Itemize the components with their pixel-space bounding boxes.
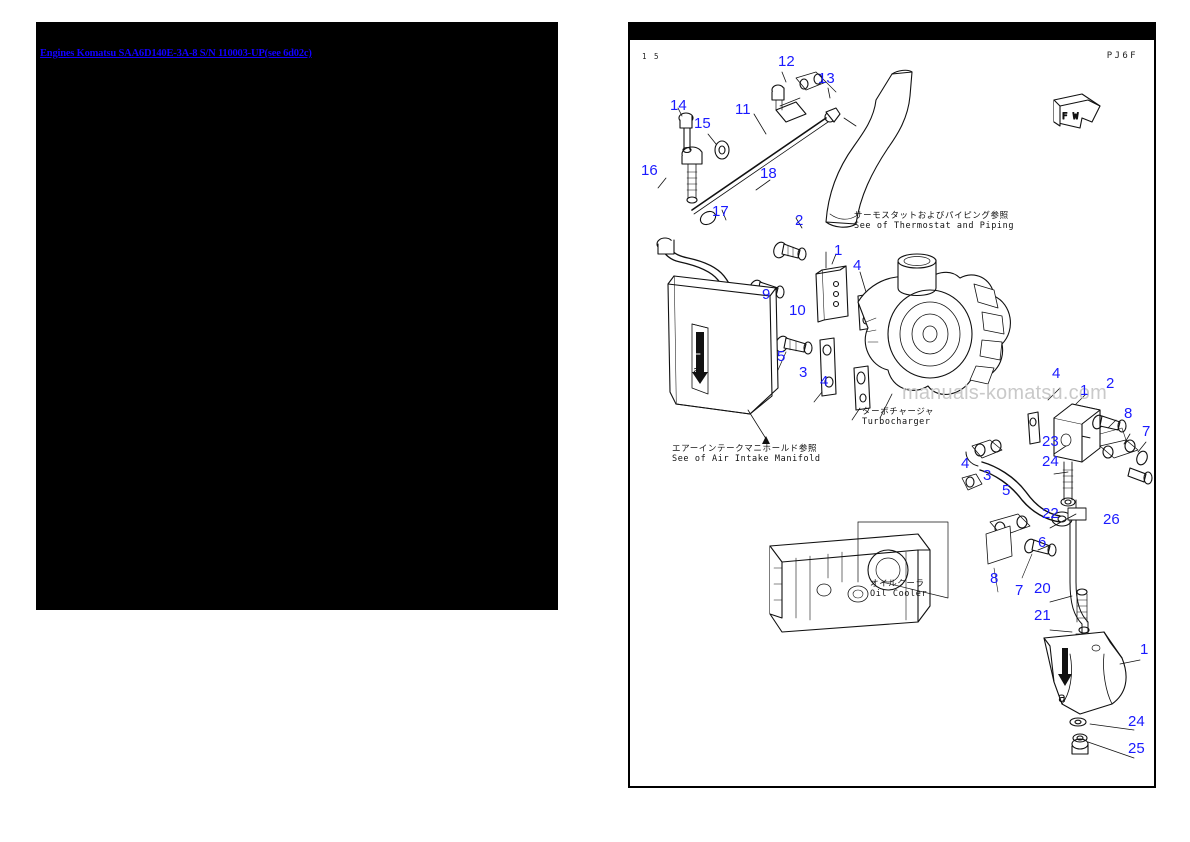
image-viewer-panel: Engines Komatsu SAA6D140E-3A-8 S/N 11000… [36,22,558,610]
svg-text:a: a [693,364,700,377]
right-flange-assembly [1027,403,1153,507]
callout-number: 6 [1038,534,1047,551]
callout-number: 26 [1103,511,1120,528]
callout-number: 18 [760,165,777,182]
callout-number: 7 [1015,582,1024,599]
sheet-page-number: 1 5 [642,52,661,61]
callout-number: 5 [777,348,786,365]
callout-number: 3 [799,364,808,381]
parts-diagram-sheet: 1 5 PJ6F F W [628,22,1156,788]
callout-number: 9 [762,286,771,303]
callout-number: 5 [1002,482,1011,499]
diagram-linework: F W [656,69,1153,759]
callout-number: 17 [712,203,729,220]
plate-3 [813,337,837,403]
connector-bracket-1 [815,251,849,323]
bolt-10 [775,335,813,371]
ref-label-oil-cooler: オイルクーラ Oil Cooler [870,579,928,599]
upper-left-fasteners [678,112,730,204]
callout-number: 10 [789,302,806,319]
bolt-2 [773,241,807,261]
callout-number: 4 [961,455,970,472]
callout-number: 13 [818,70,835,87]
gasket-4b [851,365,871,421]
callout-number: 21 [1034,607,1051,624]
lower-fittings [961,439,1057,593]
callout-number: 15 [694,115,711,132]
oil-cooler-body [769,521,949,633]
callout-number: 25 [1128,740,1145,757]
sheet-code: PJ6F [1106,51,1138,61]
turbocharger-body [857,253,1011,419]
ref-label-air-intake-manifold: エアーインテークマニホールド参照 See of Air Intake Manif… [672,444,821,464]
callout-number: 20 [1034,580,1051,597]
callout-number: 1 [1140,641,1149,658]
callout-number: 4 [1052,365,1061,382]
svg-text:F W: F W [1062,112,1079,122]
callout-number: 4 [853,257,862,274]
air-intake-manifold-shroud: a [667,275,779,444]
callout-number: 23 [1042,433,1059,450]
callout-number: 1 [1080,382,1089,399]
callout-number: 11 [735,101,751,118]
callout-number: 16 [641,162,658,179]
sheet-top-border [630,22,1154,40]
callout-number: 22 [1042,505,1059,522]
callout-number: 2 [795,212,804,229]
sheet-bottom-border [630,786,1154,788]
callout-number: 24 [1042,453,1059,470]
ref-label-thermostat: サーモスタットおよびパイピング参照 See of Thermostat and … [854,211,1015,231]
ref-label-turbocharger: ターボチャージャ Turbocharger [862,407,935,427]
callout-number: 1 [834,242,843,259]
callout-number: 14 [670,97,687,114]
callout-number: 2 [1106,375,1115,392]
fwd-arrow-icon: F W [1053,93,1101,129]
callout-number: 8 [990,570,999,587]
callout-number: 12 [778,53,795,70]
bottom-support-bracket: a [1043,631,1127,755]
top-fasteners [771,71,837,111]
svg-text:a: a [1058,691,1066,706]
callout-number: 8 [1124,405,1133,422]
callout-number: 24 [1128,713,1145,730]
callout-number: 3 [983,467,992,484]
callout-number: 7 [1142,423,1151,440]
callout-number: 4 [820,373,829,390]
catalog-link[interactable]: Engines Komatsu SAA6D140E-3A-8 S/N 11000… [40,48,312,59]
